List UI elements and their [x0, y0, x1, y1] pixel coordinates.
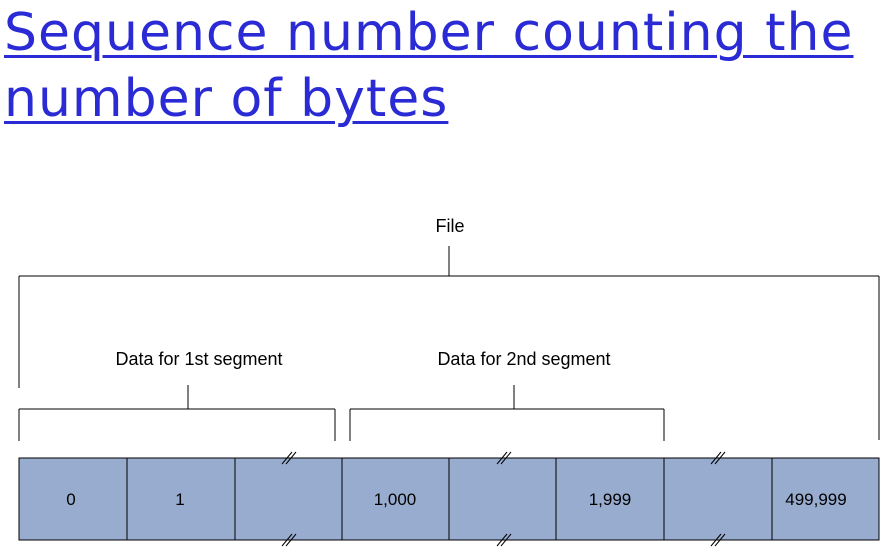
byte-cell [771, 457, 880, 541]
cell-label: 0 [66, 490, 75, 509]
title-line-1: Sequence number counting the [4, 3, 854, 63]
cell-label: 499,999 [785, 490, 846, 509]
break-mark-bottom [496, 533, 512, 547]
cell-label: 1,000 [374, 490, 417, 509]
byte-cell [234, 457, 343, 541]
title-line-2: number of bytes [4, 69, 449, 129]
byte-cells [18, 457, 880, 541]
break-marks [281, 451, 726, 547]
break-mark-top [710, 451, 726, 465]
byte-cell [126, 457, 236, 541]
segment1-bracket [18, 385, 336, 441]
byte-cell [18, 457, 128, 541]
file-label: File [435, 216, 464, 236]
cell-label: 1,999 [589, 490, 632, 509]
segment2-bracket [349, 385, 665, 441]
segment1-label: Data for 1st segment [115, 349, 282, 369]
break-mark-bottom [710, 533, 726, 547]
cell-label: 1 [175, 490, 184, 509]
break-mark-bottom [281, 533, 297, 547]
segment2-label: Data for 2nd segment [437, 349, 610, 369]
byte-cell [448, 457, 557, 541]
break-mark-top [496, 451, 512, 465]
byte-cell [555, 457, 665, 541]
slide-title: Sequence number counting the number of b… [4, 0, 884, 132]
file-bracket [18, 246, 880, 440]
byte-cell [341, 457, 450, 541]
break-mark-top [281, 451, 297, 465]
byte-cell [663, 457, 773, 541]
